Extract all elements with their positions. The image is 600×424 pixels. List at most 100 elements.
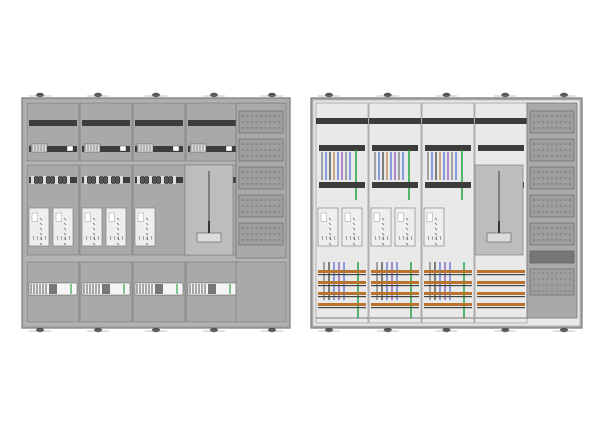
vent-hole (268, 210, 272, 214)
mounting-knob (36, 327, 44, 333)
vent-hole (259, 182, 263, 186)
vent-hole (541, 148, 545, 152)
vent-hole (277, 170, 281, 174)
vent-hole (564, 182, 567, 186)
vent-hole (541, 204, 545, 208)
vent-hole (564, 114, 567, 118)
vent-hole (268, 226, 272, 230)
mounting-knob (501, 92, 510, 98)
meter-terminal (116, 227, 120, 231)
terminal-block (155, 284, 163, 294)
mounting-knob (36, 92, 44, 98)
meter-terminal (328, 217, 332, 221)
vent-hole (241, 114, 245, 118)
vent-hole (268, 238, 272, 242)
meter-terminal (434, 217, 438, 221)
vent-hole (532, 232, 536, 236)
meter-mark (40, 235, 43, 241)
mounting-knob (560, 92, 568, 98)
busbar (371, 292, 419, 295)
mounting-knob (442, 92, 451, 98)
vent-hole (241, 238, 245, 242)
din-rail (425, 145, 471, 151)
vent-hole (264, 114, 267, 118)
vent-hole (255, 226, 258, 230)
vent-hole (532, 283, 536, 287)
vent-hole (264, 170, 267, 174)
mounting-knob (383, 327, 392, 333)
vent-hole (246, 238, 249, 242)
terminal (149, 176, 152, 184)
din-rail (316, 118, 368, 124)
busbar-shadow (477, 296, 525, 298)
vent-hole (259, 210, 263, 214)
vent-hole (255, 170, 258, 174)
meter-display (31, 212, 38, 222)
meter-terminal (39, 227, 43, 231)
vent-hole (246, 120, 249, 124)
terminal (92, 176, 95, 184)
vent-hole (550, 142, 554, 146)
vent-hole (541, 232, 545, 236)
vent-hole (541, 114, 545, 118)
vent-hole (259, 148, 263, 152)
busbar (424, 292, 472, 295)
vent-hole (564, 126, 567, 130)
vent-hole (550, 204, 554, 208)
vent-hole (550, 114, 554, 118)
vent-hole (264, 126, 267, 130)
vent-hole (564, 277, 567, 281)
vent-hole (273, 198, 276, 202)
meter-display (137, 212, 144, 222)
vent-hole (246, 198, 249, 202)
vent-hole (241, 198, 245, 202)
vent-hole (277, 176, 281, 180)
vent-hole (532, 182, 536, 186)
terminal (137, 176, 140, 184)
vent-hole (273, 120, 276, 124)
vent-hole (537, 126, 540, 130)
busbar-shadow (371, 307, 419, 309)
vent-hole (559, 283, 563, 287)
din-rail (422, 118, 474, 124)
busbar-shadow (424, 307, 472, 309)
terminal (145, 176, 148, 184)
busbar (477, 270, 525, 273)
vent-hole (546, 148, 549, 152)
vent-hole (259, 142, 263, 146)
meter-mark (325, 235, 328, 241)
vent-hole (568, 271, 572, 275)
terminal (96, 176, 99, 184)
din-rail (135, 120, 183, 126)
vent-hole (273, 182, 276, 186)
vent-hole (568, 142, 572, 146)
vent-hole (264, 226, 267, 230)
busbar (424, 281, 472, 284)
vent-hole (550, 120, 554, 124)
vent-hole (564, 210, 567, 214)
vent-hole (268, 232, 272, 236)
meter-mark (374, 235, 377, 241)
vent-hole (555, 154, 558, 158)
meter-mark (109, 235, 112, 241)
meter-mark (56, 235, 59, 241)
meter-terminal (381, 222, 385, 226)
label-tag (172, 145, 180, 152)
vent-hole (559, 154, 563, 158)
meter-terminal (145, 222, 149, 226)
vent-hole (546, 114, 549, 118)
switch-handle (196, 232, 222, 243)
vent-hole (250, 238, 254, 242)
vent-hole (264, 148, 267, 152)
vent-hole (250, 170, 254, 174)
meter-display (84, 212, 91, 222)
vent-hole (559, 176, 563, 180)
upper-compartment (79, 102, 133, 162)
meter-terminal (352, 217, 356, 221)
label-tag (119, 145, 127, 152)
vent-hole (537, 271, 540, 275)
vent-hole (537, 283, 540, 287)
vent-hole (559, 182, 563, 186)
